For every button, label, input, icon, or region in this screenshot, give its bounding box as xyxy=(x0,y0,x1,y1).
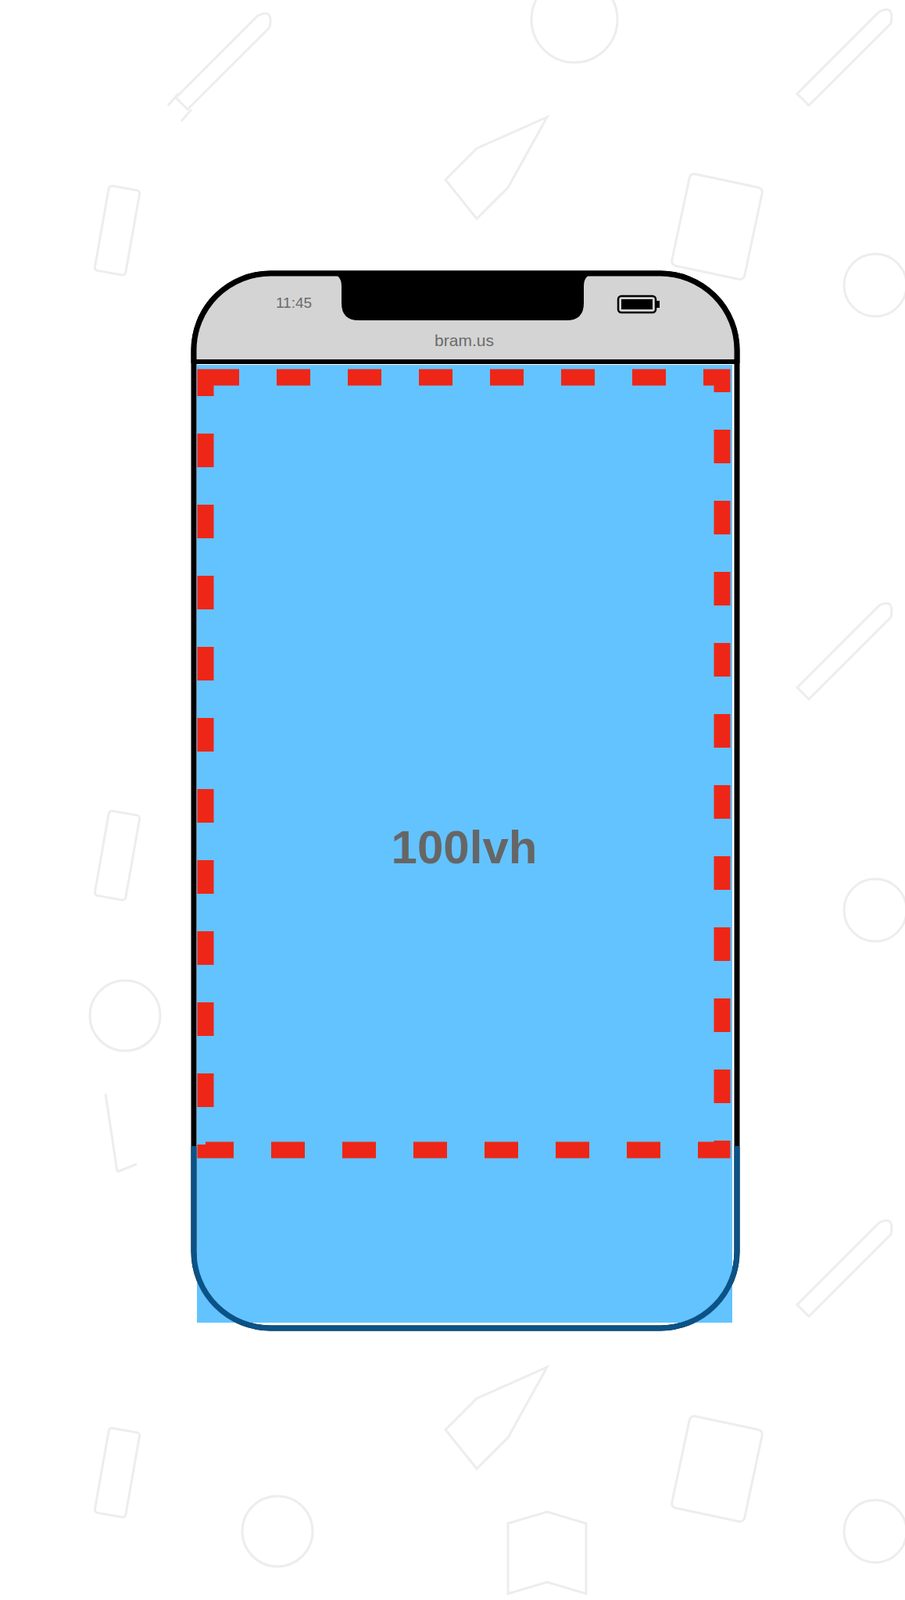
status-time: 11:45 xyxy=(275,294,312,312)
phone-frame-top xyxy=(193,273,737,364)
battery-outline xyxy=(618,296,656,313)
viewport-unit-label: 100lvh xyxy=(391,820,538,875)
toolbar-fill xyxy=(193,273,737,364)
text-slot: 100lvh xyxy=(391,820,538,875)
url-label: bram.us xyxy=(434,331,494,351)
toolbar-divider xyxy=(193,359,737,365)
viewport-area: 100lvh xyxy=(196,364,733,1324)
phone-frame-bottom xyxy=(193,1146,737,1329)
battery-level xyxy=(621,299,653,310)
watermark-icons xyxy=(89,0,905,1595)
phone-body xyxy=(193,273,737,1329)
phone-frame-sides xyxy=(193,732,737,1147)
text-slot: 11:45 xyxy=(275,294,312,312)
text-slot: bram.us xyxy=(434,331,494,351)
battery-icon xyxy=(618,296,660,313)
battery-tip xyxy=(656,300,660,308)
viewport-dashed-outline xyxy=(205,377,723,1151)
browser-toolbar: 11:45 bram.us xyxy=(193,273,737,364)
phone-notch xyxy=(328,273,598,321)
toolbar-shape xyxy=(193,273,737,364)
